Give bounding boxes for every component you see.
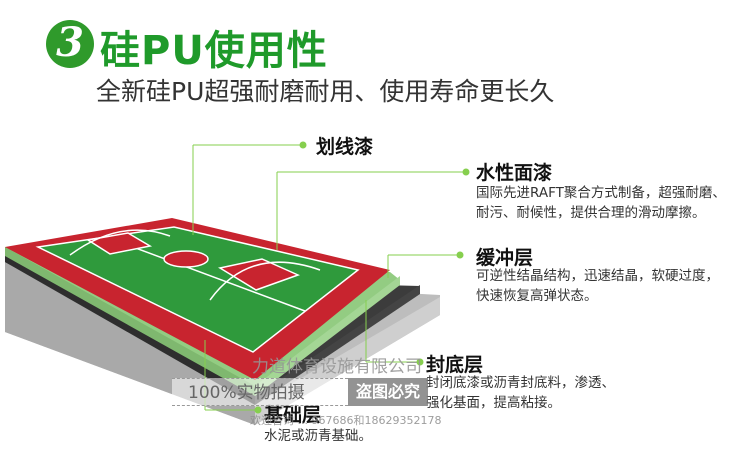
page-title: 硅PU使用性 (100, 28, 328, 74)
watermark-no-piracy: 盗图必究 (348, 378, 428, 406)
court-surface-shape (5, 218, 390, 380)
layer-desc-topcoat-2: 耐污、耐候性，提供合理的滑动摩擦。 (476, 205, 706, 221)
leader-lines (192, 144, 466, 411)
page-subtitle: 全新硅PU超强耐磨耐用、使用寿命更长久 (96, 77, 555, 106)
layer-desc-seal-1: 封闭底漆或沥青封底料，渗透、 (426, 375, 615, 391)
leader-dots (254, 141, 470, 414)
step-number: 3 (56, 19, 84, 66)
watermark-company: 力道体育设施有限公司 (252, 357, 422, 377)
layer-desc-base-1: 水泥或沥青基础。 (264, 428, 372, 444)
layer-title-line-paint: 划线漆 (316, 136, 374, 158)
step-number-badge: 3 (46, 20, 94, 68)
layer-title-cushion: 缓冲层 (476, 247, 534, 269)
layer-desc-cushion-2: 快速恢复高弹状态。 (476, 288, 598, 304)
layer-desc-topcoat-1: 国际先进RAFT聚合方式制备，超强耐磨、 (476, 185, 726, 201)
layer-desc-cushion-1: 可逆性结晶结构，迅速结晶，软硬过度， (476, 268, 719, 284)
layer-title-topcoat: 水性面漆 (476, 162, 553, 184)
watermark-real-photo: 100%实物拍摄 (172, 378, 348, 406)
watermark-contact: 欢迎咨询 ... 967686和18629352178 (250, 414, 442, 427)
layer-desc-seal-2: 强化基面，提高粘接。 (426, 395, 561, 411)
layer-title-base: 基础层 (264, 404, 322, 426)
layer-title-seal: 封底层 (426, 354, 484, 376)
